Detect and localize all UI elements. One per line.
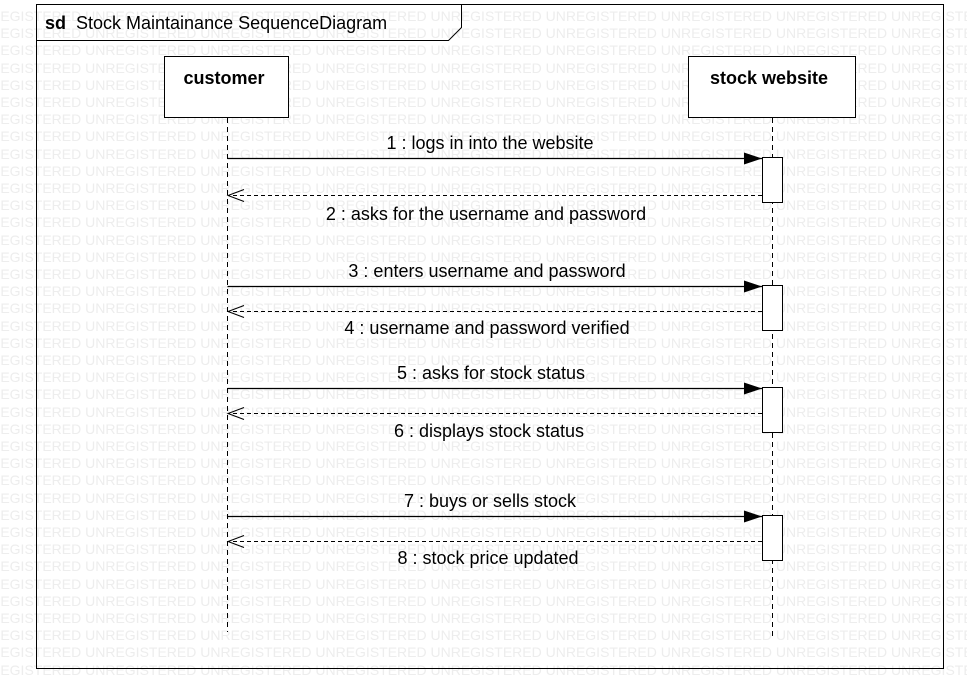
activation-bar-4 <box>762 515 783 561</box>
lifeline-label-stock-website: stock website <box>710 68 828 88</box>
message-label-1: 1 : logs in into the website <box>386 133 593 153</box>
lifeline-head-stock-website[interactable] <box>688 56 856 118</box>
message-label-3: 3 : enters username and password <box>348 261 625 281</box>
arrowhead-open-8 <box>226 535 245 548</box>
arrowhead-filled-3 <box>744 280 762 293</box>
message-label-2: 2 : asks for the username and password <box>326 204 646 224</box>
arrowhead-open-4 <box>226 305 245 318</box>
message-label-7: 7 : buys or sells stock <box>404 491 577 511</box>
message-label-4: 4 : username and password verified <box>344 318 629 338</box>
frame-keyword: sd <box>45 13 66 33</box>
frame-label-tab <box>36 4 462 41</box>
arrowhead-filled-5 <box>744 382 762 395</box>
message-label-8: 8 : stock price updated <box>397 548 578 568</box>
arrowhead-open-2 <box>226 189 245 202</box>
arrowhead-open-6 <box>226 407 245 420</box>
frame-title: Stock Maintainance SequenceDiagram <box>76 13 387 33</box>
activation-bar-3 <box>762 387 783 433</box>
message-label-6: 6 : displays stock status <box>394 421 584 441</box>
diagram-frame <box>36 4 944 669</box>
activation-bar-1 <box>762 157 783 203</box>
arrowhead-filled-1 <box>744 152 762 165</box>
activation-bar-2 <box>762 285 783 331</box>
lifeline-head-customer[interactable] <box>164 56 289 118</box>
message-label-5: 5 : asks for stock status <box>397 363 585 383</box>
arrowhead-filled-7 <box>744 510 762 523</box>
lifeline-label-customer: customer <box>183 68 264 88</box>
